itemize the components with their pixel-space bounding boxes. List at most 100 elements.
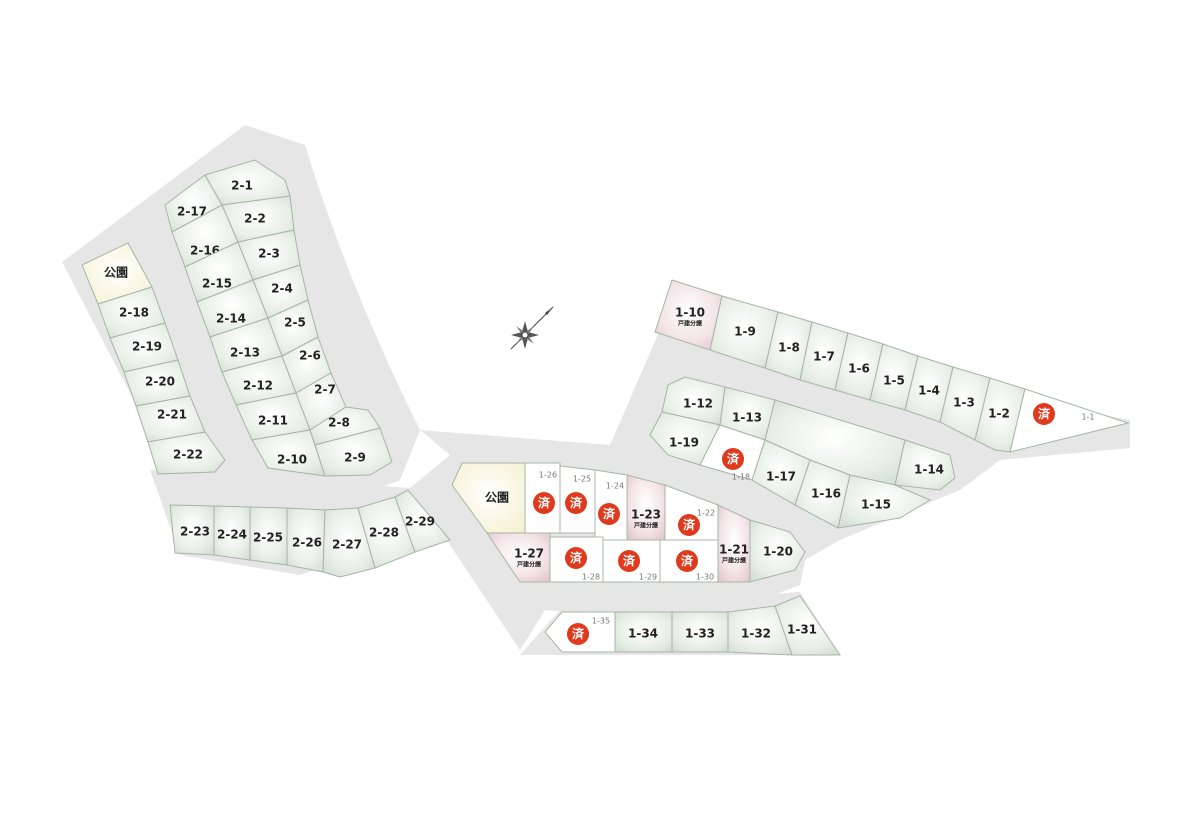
lot-2-26-label: 2-26 — [292, 536, 322, 550]
lot-1-26-label: 1-26 — [539, 471, 557, 480]
block-1-northeast: 1-10 戸建分譲 1-9 1-8 1-7 1-6 1-5 1-4 1-3 1-… — [654, 279, 1130, 453]
lot-2-11-label: 2-11 — [258, 414, 288, 428]
lot-1-17-label: 1-17 — [766, 470, 796, 484]
lot-1-29-label: 1-29 — [639, 573, 657, 582]
lot-1-8-label: 1-8 — [778, 341, 800, 355]
lot-1-21-label: 1-21 — [719, 543, 749, 557]
lot-1-7-label: 1-7 — [813, 350, 835, 364]
lot-1-13-label: 1-13 — [732, 411, 762, 425]
lot-2-29-label: 2-29 — [405, 515, 435, 529]
lot-1-35-label: 1-35 — [592, 617, 610, 626]
lot-1-10-label: 1-10 — [675, 306, 705, 320]
lot-1-2-label: 1-2 — [988, 407, 1010, 421]
lot-2-20-label: 2-20 — [145, 375, 175, 389]
sold-badge-1-26: 済 — [533, 492, 555, 514]
lot-1-27-label: 1-27 — [514, 547, 544, 561]
sold-badge-1-1: 済 — [1033, 403, 1055, 425]
lot-2-29[interactable] — [394, 489, 451, 553]
block-1-south: 1-35 済 1-34 1-33 1-32 1-31 — [544, 595, 841, 656]
svg-text:済: 済 — [681, 553, 694, 568]
lot-1-6-label: 1-6 — [848, 362, 870, 376]
svg-text:済: 済 — [603, 506, 616, 521]
lot-2-27[interactable] — [322, 507, 376, 578]
lot-1-10-detached-label: 戸建分譲 — [678, 320, 703, 328]
lot-2-17-label: 2-17 — [177, 205, 207, 219]
lot-2-7-label: 2-7 — [314, 383, 336, 397]
lot-2-5-label: 2-5 — [284, 316, 306, 330]
lot-2-18-label: 2-18 — [119, 306, 149, 320]
lot-1-15[interactable] — [837, 474, 932, 529]
lot-2-9[interactable] — [314, 427, 393, 477]
lot-2-19-label: 2-19 — [132, 340, 162, 354]
sold-badge-1-18: 済 — [722, 448, 744, 470]
lot-1-12-label: 1-12 — [683, 397, 713, 411]
lot-2-4-label: 2-4 — [271, 282, 293, 296]
lot-2-27-label: 2-27 — [332, 538, 362, 552]
lot-1-31-label: 1-31 — [787, 623, 817, 637]
block-2-north: 2-17 2-16 2-15 2-14 2-13 2-12 2-11 2-10 … — [164, 159, 393, 477]
lot-2-1-label: 2-1 — [231, 179, 253, 193]
lot-2-25-label: 2-25 — [253, 531, 283, 545]
lot-1-19-label: 1-19 — [669, 436, 699, 450]
lot-2-10-label: 2-10 — [277, 453, 307, 467]
lot-2-15-label: 2-15 — [202, 277, 232, 291]
lot-1-18-label: 1-18 — [732, 473, 750, 482]
block-1-central: 公園 1-26 済 1-25 済 1-24 済 1-23 戸建分譲 1-22 済… — [451, 462, 806, 583]
compass-rose-icon — [510, 306, 554, 350]
lot-1-28-label: 1-28 — [582, 573, 600, 582]
lot-1-1-label: 1-1 — [1081, 413, 1094, 422]
lot-1-24-label: 1-24 — [606, 482, 624, 491]
lot-2-3-label: 2-3 — [258, 247, 280, 261]
lot-1-27-detached-label: 戸建分譲 — [517, 561, 542, 569]
lot-2-22-label: 2-22 — [173, 448, 203, 462]
block-2-south: 2-23 2-24 2-25 2-26 2-27 2-28 2-29 — [169, 489, 451, 578]
lot-1-20-label: 1-20 — [763, 545, 793, 559]
sold-badge-1-35: 済 — [567, 623, 589, 645]
lot-1-19[interactable] — [649, 411, 721, 466]
sold-badge-1-28: 済 — [565, 547, 587, 569]
park-1-label: 公園 — [485, 491, 509, 505]
lot-1-23-detached-label: 戸建分譲 — [634, 522, 659, 530]
sold-badge-1-25: 済 — [565, 492, 587, 514]
lot-2-14-label: 2-14 — [216, 312, 246, 326]
lot-1-2[interactable] — [974, 377, 1026, 453]
sold-badge-1-30: 済 — [676, 550, 698, 572]
block-1-east: 1-12 1-13 1-14 1-19 1-18 済 1-17 1-16 1-1… — [649, 376, 956, 529]
svg-text:済: 済 — [570, 550, 583, 565]
lot-1-9-label: 1-9 — [734, 325, 756, 339]
lot-2-1[interactable] — [204, 159, 291, 206]
lot-1-20[interactable] — [749, 519, 806, 583]
lot-1-31[interactable] — [774, 595, 841, 656]
lot-1-14[interactable] — [894, 439, 956, 491]
lot-2-22[interactable] — [147, 431, 226, 475]
block-2-west: 公園 2-18 2-19 2-20 2-21 2-22 — [81, 242, 226, 475]
svg-text:済: 済 — [572, 626, 585, 641]
lot-1-21-detached-label: 戸建分譲 — [722, 557, 747, 565]
lot-1-23-label: 1-23 — [631, 508, 661, 522]
lot-1-30-label: 1-30 — [696, 573, 714, 582]
park-2-label: 公園 — [104, 266, 128, 280]
lot-2-21-label: 2-21 — [157, 408, 187, 422]
lot-1-34-label: 1-34 — [628, 627, 658, 641]
lot-2-23-label: 2-23 — [180, 525, 210, 539]
lot-2-6-label: 2-6 — [299, 349, 321, 363]
lot-1-4-label: 1-4 — [918, 384, 940, 398]
lot-2-28-label: 2-28 — [369, 526, 399, 540]
lot-1-15-label: 1-15 — [861, 498, 891, 512]
lot-1-22-label: 1-22 — [697, 509, 715, 518]
lot-2-12-label: 2-12 — [243, 379, 273, 393]
lot-2-8[interactable] — [309, 406, 381, 446]
lot-1-5-label: 1-5 — [883, 374, 905, 388]
lot-1-25-label: 1-25 — [573, 475, 591, 484]
svg-text:済: 済 — [538, 495, 551, 510]
sold-badge-1-22: 済 — [678, 514, 700, 536]
lot-2-9-label: 2-9 — [344, 451, 366, 465]
lot-2-24-label: 2-24 — [217, 528, 247, 542]
lot-2-13-label: 2-13 — [230, 346, 260, 360]
lot-1-32-label: 1-32 — [741, 627, 771, 641]
svg-text:済: 済 — [570, 495, 583, 510]
lot-1-16-label: 1-16 — [811, 487, 841, 501]
sold-badge-1-29: 済 — [618, 550, 640, 572]
svg-text:済: 済 — [727, 451, 740, 466]
